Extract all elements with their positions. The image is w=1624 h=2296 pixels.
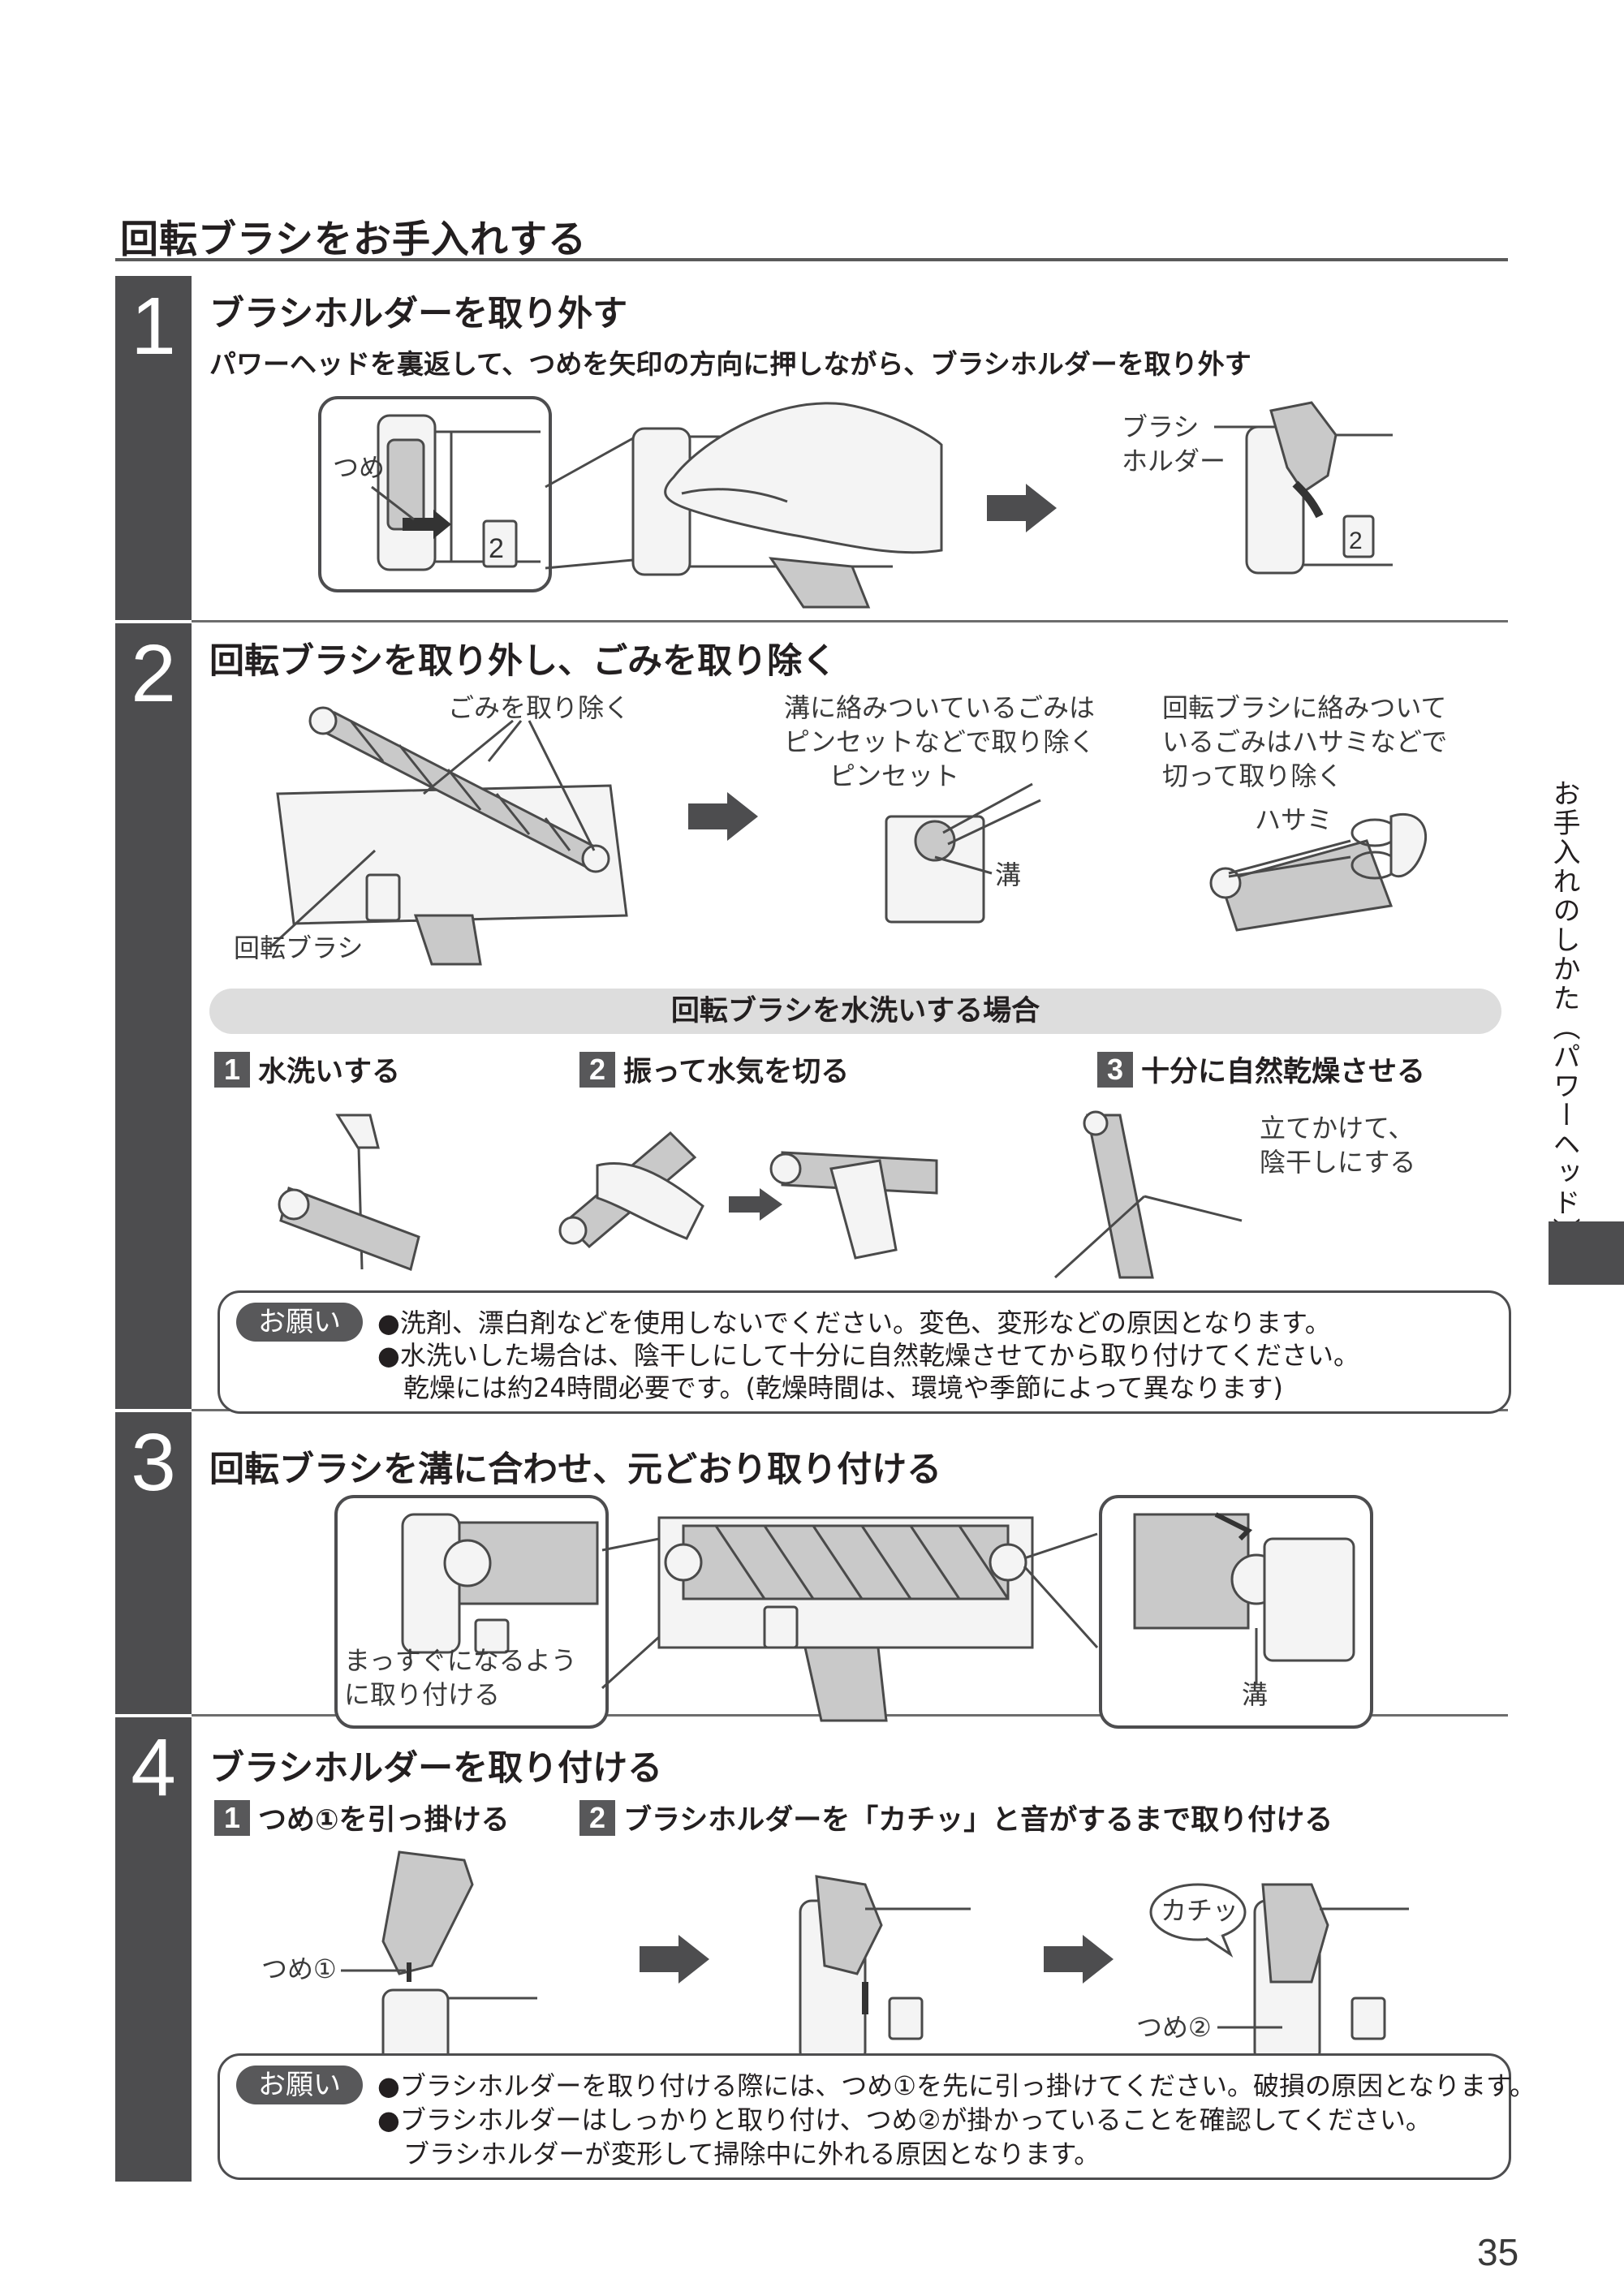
caution-badge: お願い <box>236 1303 363 1342</box>
wash-step-1-number: 1 <box>214 1051 250 1088</box>
claw1-leader <box>341 1969 406 1972</box>
step3-straight-label-2: に取り付ける <box>344 1679 501 1710</box>
step3-title: 回転ブラシを溝に合わせ、元どおり取り付ける <box>209 1450 942 1490</box>
caution-badge: お願い <box>236 2066 363 2104</box>
install-step-2-text: ブラシホルダーを「カチッ」と音がするまで取り付ける <box>623 1804 1333 1837</box>
wash-step-2: 2 振って水気を切る <box>579 1049 849 1090</box>
arrow-right-icon <box>729 1188 782 1221</box>
step2-caution-box: お願い ●洗剤、漂白剤などを使用しないでください。変色、変形などの原因となります… <box>218 1290 1511 1414</box>
page-title: 回転ブラシをお手入れする <box>120 218 588 262</box>
section-side-marker <box>1549 1221 1624 1285</box>
section-side-tab: お手入れのしかた（パワーヘッド） <box>1548 779 1580 1247</box>
step1-title: ブラシホルダーを取り外す <box>209 294 628 334</box>
wash-step-2-text: 振って水気を切る <box>623 1056 850 1088</box>
step3-number: 3 <box>131 1417 176 1508</box>
step3-left-inset <box>334 1495 609 1729</box>
step1-claw-inset: 2 <box>318 396 552 592</box>
brush-in-head-illustration <box>268 706 628 966</box>
dry-instruction-2: 陰干しにする <box>1260 1147 1416 1178</box>
step1-bar <box>115 276 192 620</box>
step2-tweezers-label: ピンセット <box>829 760 960 791</box>
hook-claw1-illustration <box>381 1850 537 2073</box>
step1-number: 1 <box>131 281 176 372</box>
wash-step-3: 3 十分に自然乾燥させる <box>1097 1049 1425 1090</box>
step1-subtitle: パワーヘッドを裏返して、つめを矢印の方向に押しながら、ブラシホルダーを取り外す <box>209 348 1251 380</box>
step2-title: 回転ブラシを取り外し、ごみを取り除く <box>209 641 838 682</box>
towel-dry-illustration <box>769 1151 938 1260</box>
step2-number: 2 <box>131 628 176 719</box>
wash-step-2-number: 2 <box>579 1051 615 1088</box>
wash-step-1-text: 水洗いする <box>258 1056 401 1088</box>
page-number: 35 <box>1477 2231 1519 2273</box>
step2-groove-note-1: 溝に絡みついているごみは <box>784 692 1096 723</box>
wash-step-3-text: 十分に自然乾燥させる <box>1141 1056 1426 1088</box>
step3-bar <box>115 1412 192 1714</box>
tweezers-illustration <box>885 782 1041 924</box>
arrow-right-icon <box>987 484 1057 532</box>
step2-cut-note-3: 切って取り除く <box>1162 760 1343 791</box>
caution-line-2: ●水洗いした場合は、陰干しにして十分に自然乾燥させてから取り付けてください。 <box>377 1340 1360 1371</box>
wash-step-3-number: 3 <box>1097 1051 1133 1088</box>
brush-installed-illustration <box>601 1516 1099 1722</box>
brush-end-closeup-illustration <box>401 1513 599 1654</box>
svg-text:2: 2 <box>1349 528 1363 554</box>
install-step-1-number: 1 <box>214 1799 250 1836</box>
title-rule <box>115 258 1508 261</box>
click-sound-label: カチッ <box>1161 1895 1239 1926</box>
step1-claw-label: つめ <box>333 452 386 483</box>
step4-title: ブラシホルダーを取り付ける <box>209 1748 663 1789</box>
claw1-label: つめ① <box>261 1954 337 1984</box>
claw-closeup-illustration: 2 <box>377 414 541 571</box>
step2-groove-label: 溝 <box>995 859 1022 890</box>
wash-step-1: 1 水洗いする <box>214 1049 400 1090</box>
step3-right-inset <box>1099 1495 1373 1729</box>
caution-line-1: ●洗剤、漂白剤などを使用しないでください。変色、変形などの原因となります。 <box>377 1307 1331 1338</box>
step2-cut-note-1: 回転ブラシに絡みついて <box>1162 692 1447 723</box>
caution-line-1: ●ブラシホルダーを取り付ける際には、つめ①を先に引っ掛けてください。破損の原因と… <box>377 2070 1536 2101</box>
dry-instruction-1: 立てかけて、 <box>1260 1113 1415 1144</box>
scissors-cutting-illustration <box>1209 812 1428 932</box>
claw2-label: つめ② <box>1136 2012 1212 2043</box>
install-step-1: 1 つめ①を引っ掛ける <box>214 1797 510 1838</box>
arrow-right-icon <box>688 792 758 841</box>
step4-bar <box>115 1717 192 2182</box>
step3-groove-label: 溝 <box>1242 1679 1269 1710</box>
arrow-right-icon <box>1044 1935 1114 1984</box>
press-holder-illustration <box>799 1875 971 2065</box>
step4-caution-box: お願い ●ブラシホルダーを取り付ける際には、つめ①を先に引っ掛けてください。破損… <box>218 2053 1536 2180</box>
holder-attached-illustration <box>1253 1883 1409 2065</box>
step2-scissors-label: ハサミ <box>1255 804 1333 835</box>
groove-closeup-illustration <box>1133 1512 1355 1685</box>
hand-pressing-claw-illustration <box>631 402 943 609</box>
claw2-leader <box>1217 2026 1282 2029</box>
step1-holder-label-2: ホルダー <box>1122 446 1226 476</box>
step2-bar <box>115 623 192 1409</box>
faucet-wash-illustration <box>278 1114 420 1271</box>
svg-text:2: 2 <box>489 533 504 564</box>
step3-straight-label-1: まっすぐになるよう <box>344 1645 577 1676</box>
caution-line-3: 乾燥には約24時間必要です。(乾燥時間は、環境や季節によって異なります) <box>403 1372 1283 1403</box>
step1-claw-leader <box>371 437 634 570</box>
air-dry-illustration <box>1053 1110 1243 1279</box>
step2-groove-note-2: ピンセットなどで取り除く <box>784 726 1096 757</box>
caution-line-3: ブラシホルダーが変形して掃除中に外れる原因となります。 <box>403 2139 1101 2169</box>
caution-line-2: ●ブラシホルダーはしっかりと取り付け、つめ②が掛かっていることを確認してください… <box>377 2104 1432 2135</box>
step1-holder-label-1: ブラシ <box>1122 411 1200 442</box>
holder-removed-illustration: 2 <box>1214 401 1393 575</box>
arrow-right-icon <box>640 1935 709 1984</box>
step4-number: 4 <box>131 1722 176 1813</box>
install-step-2-number: 2 <box>579 1799 615 1836</box>
step2-brush-label: 回転ブラシ <box>234 933 364 963</box>
shake-brush-illustration <box>558 1131 704 1249</box>
wash-section-header: 回転ブラシを水洗いする場合 <box>209 989 1501 1034</box>
install-step-1-text: つめ①を引っ掛ける <box>258 1804 510 1837</box>
step2-remove-label: ごみを取り除く <box>448 692 631 723</box>
step-divider-1 <box>192 620 1508 622</box>
install-step-2: 2 ブラシホルダーを「カチッ」と音がするまで取り付ける <box>579 1797 1333 1838</box>
click-speech-bubble <box>1149 1883 1247 1958</box>
step2-cut-note-2: いるごみはハサミなどで <box>1162 726 1448 757</box>
